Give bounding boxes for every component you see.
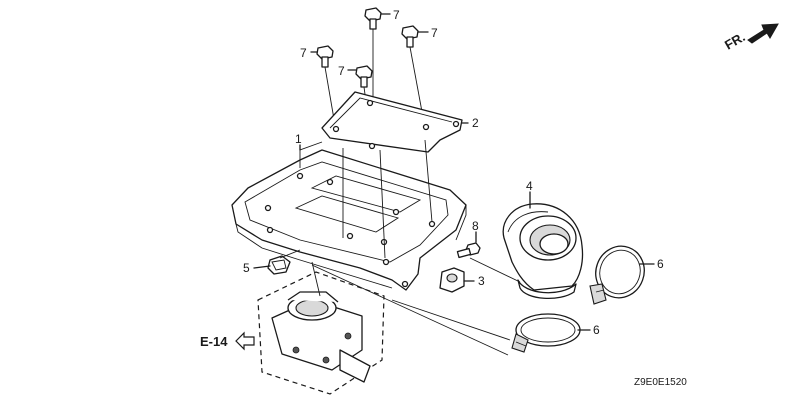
callout-base-plate: 1 xyxy=(295,132,302,146)
band-lower xyxy=(511,313,581,353)
callout-cover-plate: 2 xyxy=(472,116,479,130)
front-direction-arrow: FR. xyxy=(722,23,779,53)
throttle-body-reference xyxy=(257,261,385,395)
callout-clip: 5 xyxy=(243,261,250,275)
bolt-small xyxy=(456,242,481,259)
callout-band-upper: 6 xyxy=(657,257,664,271)
callout-bolt-4: 7 xyxy=(338,64,345,78)
clip xyxy=(267,249,301,275)
diagram-code: Z9E0E1520 xyxy=(634,377,687,388)
elbow-duct xyxy=(502,203,584,300)
bolt-top xyxy=(364,7,382,30)
callout-elbow-duct: 4 xyxy=(526,179,533,193)
band-upper xyxy=(589,245,645,305)
cover-plate xyxy=(321,91,463,153)
front-arrow-icon xyxy=(747,23,779,44)
bolt-left xyxy=(316,45,334,68)
bolt-right xyxy=(401,25,419,48)
guide-lines xyxy=(311,257,521,356)
front-direction-label: FR. xyxy=(722,29,748,52)
callout-bolt-1: 7 xyxy=(393,8,400,22)
callout-grommet: 3 xyxy=(478,274,485,288)
base-plate xyxy=(231,139,467,291)
reference-arrow: E-14 xyxy=(200,331,255,351)
left-arrow-icon xyxy=(235,331,255,351)
callout-bolt-2: 7 xyxy=(431,26,438,40)
callout-leaders xyxy=(253,122,655,331)
callout-band-lower: 6 xyxy=(593,323,600,337)
reference-label: E-14 xyxy=(200,334,228,349)
callout-bolt-3: 7 xyxy=(300,46,307,60)
bolt-middle xyxy=(355,65,373,88)
callout-bolt-8: 8 xyxy=(472,219,479,233)
grommet xyxy=(439,267,465,293)
